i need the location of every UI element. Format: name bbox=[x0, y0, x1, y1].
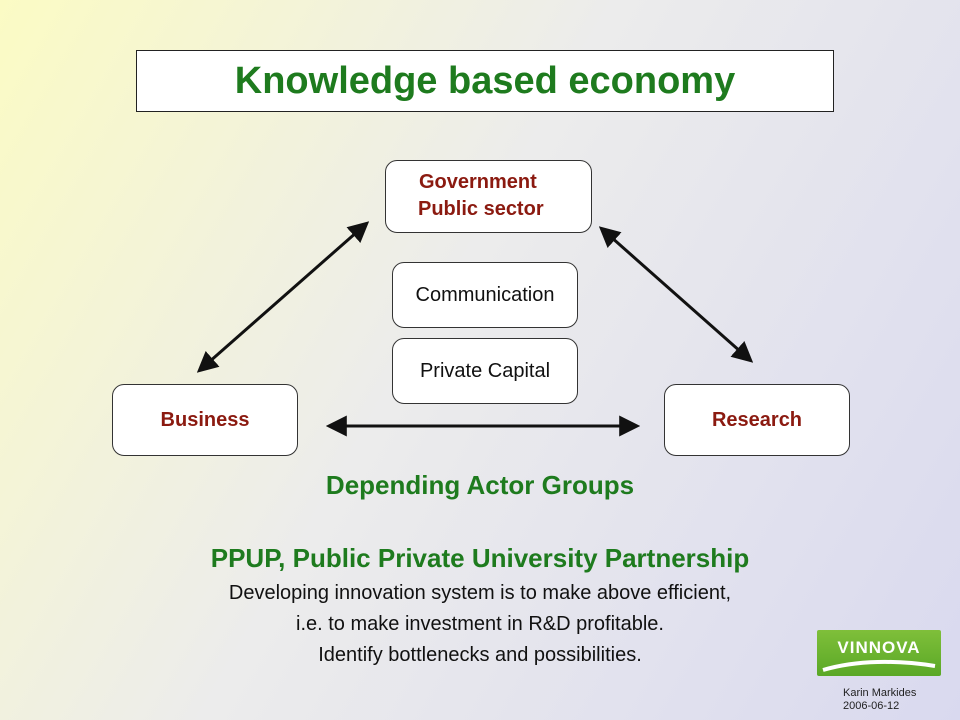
title-box: Knowledge based economy bbox=[136, 50, 834, 112]
business-label: Business bbox=[160, 408, 250, 431]
government-node: Government Public sector bbox=[385, 160, 592, 233]
logo-text: VINNOVA bbox=[837, 638, 921, 657]
footer-date: 2006-06-12 bbox=[843, 700, 900, 712]
government-label: Government bbox=[419, 171, 537, 193]
vinnova-logo: VINNOVA bbox=[817, 630, 941, 676]
logo-swoosh-icon bbox=[822, 659, 936, 672]
research-node: Research bbox=[664, 384, 850, 456]
body-line-1: Developing innovation system is to make … bbox=[228, 582, 732, 604]
body-line-3: Identify bottlenecks and possibilities. bbox=[318, 644, 642, 666]
ppup-heading: PPUP, Public Private University Partners… bbox=[210, 543, 750, 573]
research-label: Research bbox=[711, 408, 803, 431]
arrow-business-government bbox=[196, 221, 370, 373]
depending-heading: Depending Actor Groups bbox=[325, 470, 635, 500]
communication-label: Communication bbox=[415, 283, 555, 306]
communication-node: Communication bbox=[392, 262, 578, 328]
arrow-government-research bbox=[598, 226, 754, 363]
footer-author: Karin Markides bbox=[843, 687, 917, 699]
business-node: Business bbox=[112, 384, 298, 456]
private-capital-label: Private Capital bbox=[419, 359, 551, 382]
body-line-2: i.e. to make investment in R&D profitabl… bbox=[296, 613, 664, 635]
slide-title: Knowledge based economy bbox=[234, 59, 736, 102]
public-sector-label: Public sector bbox=[418, 198, 544, 220]
private-capital-node: Private Capital bbox=[392, 338, 578, 404]
